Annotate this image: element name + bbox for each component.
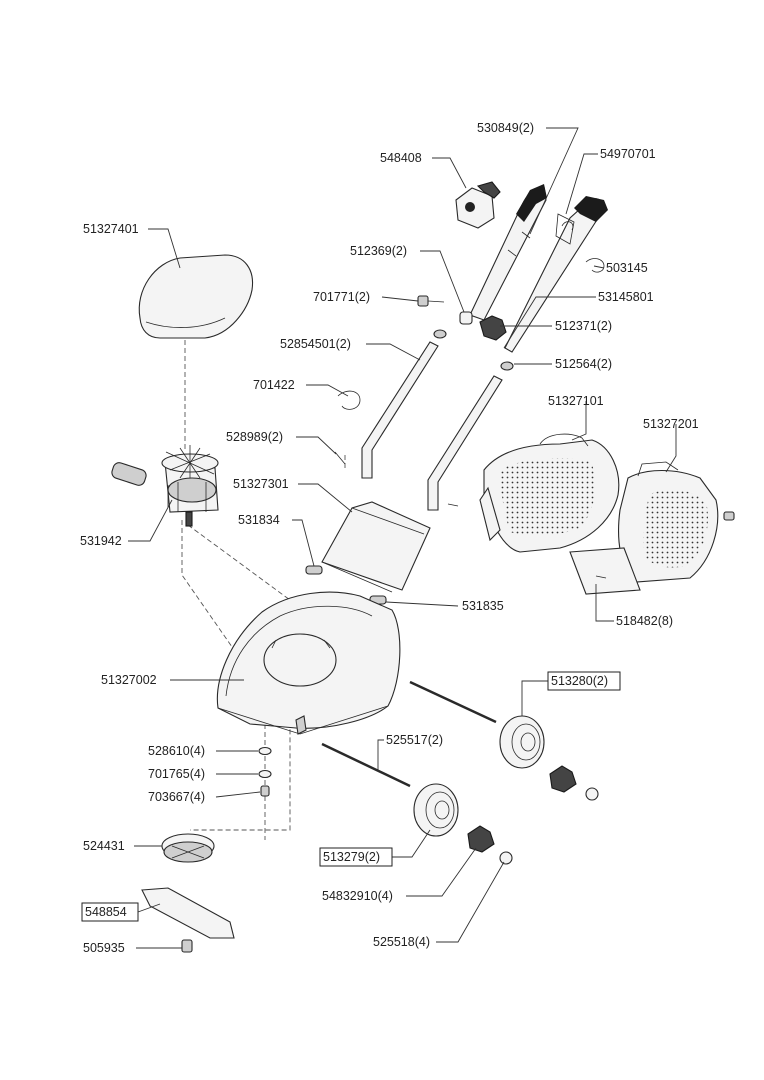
cap-rear-part	[585, 787, 599, 801]
label-54832910: 54832910(4)	[322, 889, 393, 903]
label-701422: 701422	[253, 378, 295, 392]
blade-fan-part	[161, 833, 215, 863]
wheel-knob-rear-part	[549, 765, 577, 793]
part-labels: 530849(2) 548408 54970701 51327401 51236…	[80, 121, 699, 955]
label-531942: 531942	[80, 534, 122, 548]
clip-701422-part	[337, 390, 361, 410]
label-525518: 525518(4)	[373, 935, 430, 949]
grommet-512564-part	[500, 361, 514, 371]
motor-part	[111, 445, 219, 527]
label-528610: 528610(4)	[148, 744, 205, 758]
grommet-upper-part	[433, 329, 447, 339]
switch-lever-part	[555, 213, 575, 245]
nut-512369-part	[459, 311, 473, 325]
label-51327401: 51327401	[83, 222, 139, 236]
cap-front-part	[499, 851, 513, 865]
lower-handle-right-part	[427, 375, 503, 511]
label-51327002: 51327002	[101, 673, 157, 687]
label-525517: 525517(2)	[386, 733, 443, 747]
label-528989: 528989(2)	[226, 430, 283, 444]
leader-lines	[128, 127, 677, 949]
label-512369: 512369(2)	[350, 244, 407, 258]
screw-703667-part	[260, 785, 270, 797]
grassbox-body-part	[479, 433, 620, 553]
label-513280: 513280(2)	[551, 674, 608, 688]
label-518482: 518482(8)	[616, 614, 673, 628]
front-wheel-part	[413, 783, 459, 837]
label-531835: 531835	[462, 599, 504, 613]
assembly-dash-lines	[181, 340, 611, 840]
spring-531834-part	[305, 565, 323, 575]
rear-flap-part	[321, 501, 431, 593]
washer-528610-part	[258, 746, 272, 756]
label-54970701: 54970701	[600, 147, 656, 161]
axle-rear-part	[409, 680, 497, 724]
grassbox-lid-part	[138, 254, 254, 339]
label-548408: 548408	[380, 151, 422, 165]
label-524431: 524431	[83, 839, 125, 853]
deck-part	[216, 591, 401, 735]
label-548854: 548854	[85, 905, 127, 919]
label-box-513279	[319, 847, 393, 867]
label-52854501: 52854501(2)	[280, 337, 351, 351]
clip-503145-part	[585, 258, 605, 273]
label-51327301: 51327301	[233, 477, 289, 491]
label-512564: 512564(2)	[555, 357, 612, 371]
label-512371: 512371(2)	[555, 319, 612, 333]
label-503145: 503145	[606, 261, 648, 275]
washer-701765-part	[258, 769, 272, 779]
wheel-knob-front-part	[467, 825, 495, 853]
axle-front-part	[321, 742, 411, 788]
bolt-518482-part	[595, 575, 607, 579]
label-51327201: 51327201	[643, 417, 699, 431]
blade-bolt-part	[181, 939, 193, 953]
label-51327101: 51327101	[548, 394, 604, 408]
rear-wheel-part	[499, 715, 545, 769]
screw-528989-part	[334, 451, 346, 465]
knob-512371-part	[479, 315, 507, 341]
label-513279: 513279(2)	[323, 850, 380, 864]
label-53145801: 53145801	[598, 290, 654, 304]
label-box-548854	[81, 902, 139, 922]
motor-fan-part	[161, 445, 219, 480]
label-531834: 531834	[238, 513, 280, 527]
label-530849: 530849(2)	[477, 121, 534, 135]
cable-clip-part	[507, 231, 531, 257]
screw-small-part	[447, 503, 459, 507]
bolt-right-part	[723, 511, 735, 521]
label-703667: 703667(4)	[148, 790, 205, 804]
bolt-701771-part	[417, 295, 445, 307]
label-505935: 505935	[83, 941, 125, 955]
label-701771: 701771(2)	[313, 290, 370, 304]
cutting-blade-part	[141, 887, 235, 939]
switch-box-part	[455, 181, 501, 229]
upper-handle-part	[469, 184, 608, 353]
label-box-513280	[547, 671, 621, 691]
lower-handle-left-part	[361, 341, 439, 479]
grassbox-top-part	[569, 461, 719, 595]
label-701765: 701765(4)	[148, 767, 205, 781]
